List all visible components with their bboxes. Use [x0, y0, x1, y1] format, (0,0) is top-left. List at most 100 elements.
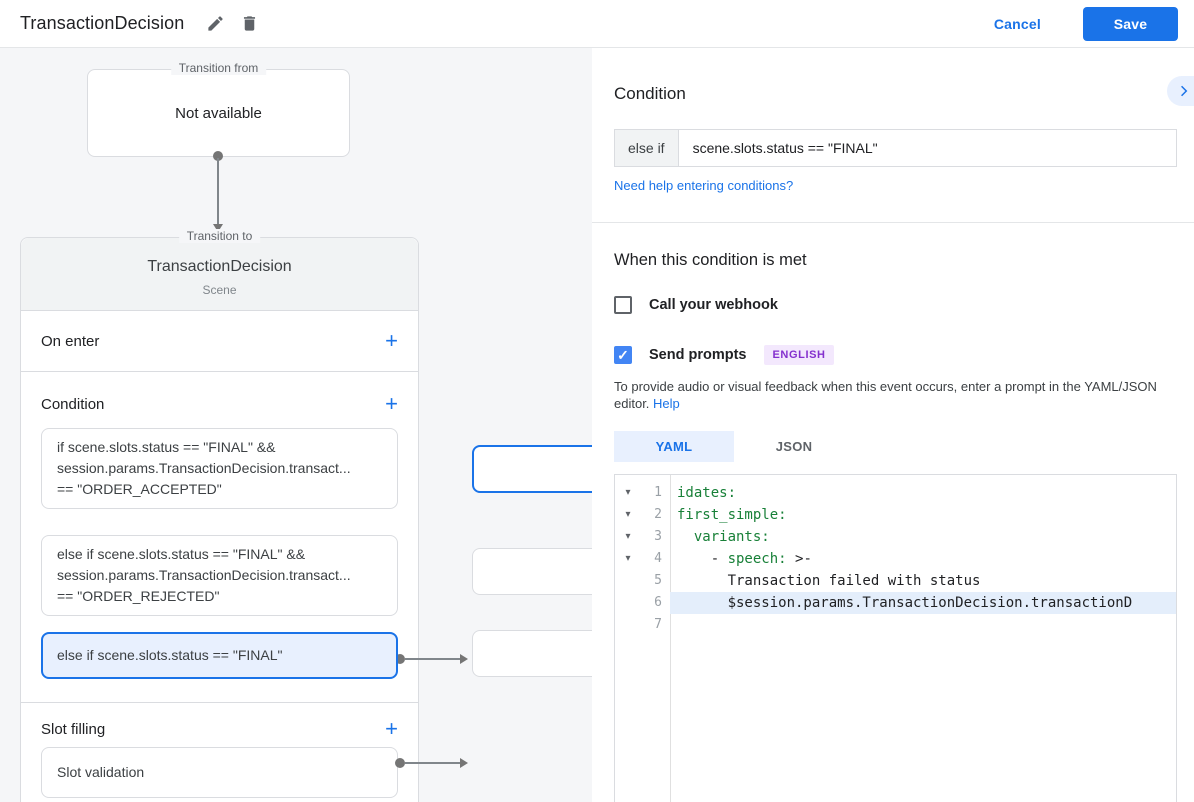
scene-header: TransactionDecision Scene: [21, 238, 418, 311]
scene-title: TransactionDecision: [147, 257, 292, 275]
scene-subtitle: Scene: [202, 282, 237, 297]
send-prompts-checkbox[interactable]: ✓: [614, 346, 632, 364]
fold-toggle-icon[interactable]: ▾: [625, 553, 631, 564]
code-plain: >-: [786, 551, 812, 567]
code-text: [670, 614, 1176, 636]
slot-filling-label: Slot filling: [41, 720, 106, 738]
code-line: ▾ 3 variants:: [615, 526, 1176, 548]
code-plain: [677, 529, 694, 545]
tab-json[interactable]: JSON: [775, 439, 813, 454]
code-key: speech:: [727, 551, 787, 567]
transition-to-legend: Transition to: [178, 229, 261, 243]
arrow-down-icon: [213, 224, 223, 232]
pencil-icon: [206, 14, 225, 33]
code-text: Transaction failed with status: [670, 570, 1176, 592]
fold-toggle-icon[interactable]: ▾: [625, 531, 631, 542]
cancel-button[interactable]: Cancel: [978, 8, 1057, 40]
fold-toggle-icon[interactable]: ▾: [625, 509, 631, 520]
code-line: ▾ 1 idates:: [615, 482, 1176, 504]
save-button[interactable]: Save: [1083, 6, 1178, 41]
slot-filling-section: Slot filling + Slot validation: [21, 703, 418, 802]
code-line: ▾ 4 - speech: >-: [615, 548, 1176, 570]
condition-card-rejected[interactable]: else if scene.slots.status == "FINAL" &&…: [41, 535, 398, 616]
on-enter-section: On enter +: [21, 311, 418, 372]
main-area: Transition from Not available Transition…: [0, 48, 1194, 802]
condition-detail-panel: Condition else if scene.slots.status == …: [592, 48, 1194, 802]
conditions-help-link[interactable]: Need help entering conditions?: [614, 178, 794, 193]
line-number: 5: [654, 573, 662, 588]
trash-icon: [240, 14, 259, 33]
webhook-row: Call your webhook: [614, 296, 1177, 314]
code-text: idates:: [670, 482, 1176, 504]
condition-expression-field: else if scene.slots.status == "FINAL": [614, 129, 1177, 167]
condition-card-accepted[interactable]: if scene.slots.status == "FINAL" && sess…: [41, 428, 398, 509]
code-key: idates:: [677, 485, 737, 501]
line-number: 1: [654, 485, 662, 500]
code-plain: -: [677, 551, 728, 567]
language-badge: ENGLISH: [764, 345, 834, 365]
panel-heading: Condition: [614, 84, 686, 103]
arrow-right-icon: [460, 654, 468, 664]
chevron-right-icon: [1174, 82, 1192, 100]
fold-spacer: [615, 614, 641, 636]
fold-toggle-icon[interactable]: ▾: [625, 487, 631, 498]
code-plain: $session.params.TransactionDecision.tran…: [677, 595, 1133, 611]
edit-title-button[interactable]: [198, 7, 232, 41]
prompt-helper-text: To provide audio or visual feedback when…: [614, 378, 1177, 412]
add-condition-icon[interactable]: +: [385, 391, 398, 416]
code-text: variants:: [670, 526, 1176, 548]
connector-line: [405, 658, 460, 660]
when-condition-heading: When this condition is met: [614, 251, 807, 269]
transition-target-box-2[interactable]: [472, 548, 592, 595]
slot-filling-header: Slot filling +: [41, 716, 398, 741]
line-number: 7: [654, 617, 662, 632]
send-prompts-row: ✓ Send prompts ENGLISH: [614, 345, 1177, 365]
code-line-active: 6 $session.params.TransactionDecision.tr…: [615, 592, 1176, 614]
code-plain: Transaction failed with status: [677, 573, 981, 589]
fold-spacer: [615, 592, 641, 614]
slot-validation-card[interactable]: Slot validation: [41, 747, 398, 798]
add-slot-icon[interactable]: +: [385, 716, 398, 741]
code-line: 7: [615, 614, 1176, 636]
condition-card-final-selected[interactable]: else if scene.slots.status == "FINAL": [41, 632, 398, 679]
connector-accepted: [395, 654, 468, 664]
line-number: 4: [654, 551, 662, 566]
panel-divider: [592, 222, 1194, 223]
yaml-code-editor[interactable]: ▾ 1 idates: ▾ 2 first_simple: ▾ 3 varian…: [614, 474, 1177, 802]
scene-diagram-canvas: Transition from Not available Transition…: [0, 48, 592, 802]
transition-target-box-1[interactable]: [472, 445, 592, 493]
condition-section: Condition + if scene.slots.status == "FI…: [21, 372, 468, 768]
transition-to-box: Transition to TransactionDecision Scene …: [20, 229, 468, 802]
code-text: - speech: >-: [670, 548, 1176, 570]
condition-prefix-label: else if: [615, 130, 679, 166]
condition-label: Condition: [41, 395, 105, 413]
fold-spacer: [615, 570, 641, 592]
condition-expression-input[interactable]: scene.slots.status == "FINAL": [692, 140, 878, 156]
code-text: first_simple:: [670, 504, 1176, 526]
help-link[interactable]: Help: [653, 396, 680, 411]
transition-from-box: Transition from Not available: [87, 61, 350, 157]
collapse-panel-button[interactable]: [1167, 76, 1194, 106]
code-text: $session.params.TransactionDecision.tran…: [670, 592, 1176, 614]
transition-target-box-3[interactable]: [472, 630, 592, 677]
topbar: TransactionDecision Cancel Save: [0, 0, 1194, 48]
code-line: 5 Transaction failed with status: [615, 570, 1176, 592]
code-line: ▾ 2 first_simple:: [615, 504, 1176, 526]
tab-yaml[interactable]: YAML: [614, 431, 734, 462]
add-on-enter-icon[interactable]: +: [385, 328, 398, 353]
call-webhook-checkbox[interactable]: [614, 296, 632, 314]
line-number: 2: [654, 507, 662, 522]
code-key: variants:: [693, 529, 770, 545]
page-title: TransactionDecision: [20, 13, 185, 33]
connector-line: [217, 158, 219, 224]
helper-text: To provide audio or visual feedback when…: [614, 379, 1157, 411]
delete-scene-button[interactable]: [232, 7, 266, 41]
condition-section-header: Condition +: [41, 391, 398, 416]
transition-from-value: Not available: [175, 104, 262, 122]
transition-from-legend: Transition from: [170, 61, 267, 75]
line-number: 3: [654, 529, 662, 544]
call-webhook-label: Call your webhook: [649, 297, 778, 313]
line-number: 6: [654, 595, 662, 610]
arrow-right-icon: [460, 758, 468, 768]
on-enter-label: On enter: [41, 332, 100, 350]
